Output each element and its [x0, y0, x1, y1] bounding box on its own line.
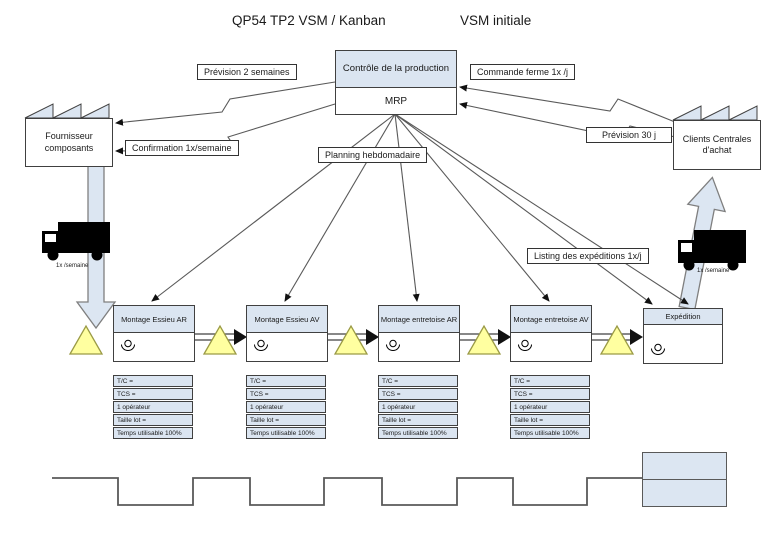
inventory-triangle-5 — [599, 324, 635, 355]
electronic-info-arrow-firm-order — [459, 84, 676, 123]
inventory-triangle-1 — [68, 324, 104, 355]
push-arrows — [193, 329, 643, 345]
inventory-triangle-2 — [202, 324, 238, 355]
factory-icon-customer — [672, 105, 758, 121]
leadtime-ladder — [52, 477, 642, 506]
inventory-triangle-3 — [333, 324, 369, 355]
electronic-info-arrow-forecast-supplier — [115, 81, 336, 126]
schedule-arrows — [151, 113, 689, 305]
inventory-triangle-4 — [466, 324, 502, 355]
inventory-triangle-icons — [68, 324, 635, 355]
factory-icon-supplier — [24, 103, 110, 119]
truck-icon-left — [42, 222, 110, 261]
electronic-info-arrow-confirmation — [115, 103, 336, 155]
truck-icon-right — [678, 230, 746, 271]
